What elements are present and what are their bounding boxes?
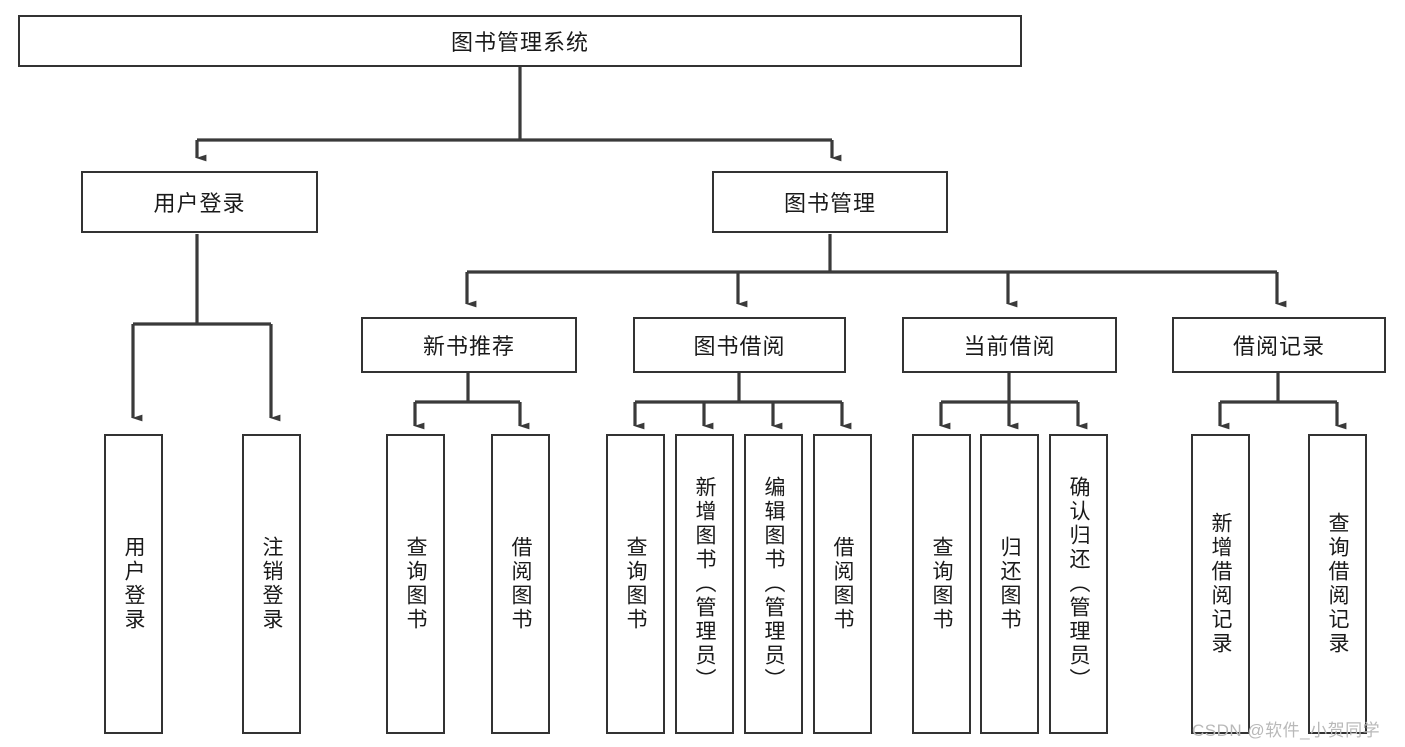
leaf-query-book-2-label: 查询图书 <box>624 536 647 632</box>
node-book-borrow[interactable]: 图书借阅 <box>633 317 846 373</box>
leaf-query-record[interactable]: 查询借阅记录 <box>1308 434 1367 734</box>
leaf-confirm-return-label: 确认归还（管理员） <box>1067 476 1090 692</box>
node-borrow-record-label: 借阅记录 <box>1232 334 1325 359</box>
node-new-book-recommend-label: 新书推荐 <box>422 334 515 359</box>
leaf-logout-login[interactable]: 注销登录 <box>242 434 301 734</box>
leaf-logout-login-label: 注销登录 <box>260 536 283 632</box>
node-new-book-recommend[interactable]: 新书推荐 <box>361 317 577 373</box>
leaf-add-record[interactable]: 新增借阅记录 <box>1191 434 1250 734</box>
node-book-manage-label: 图书管理 <box>783 191 876 216</box>
leaf-query-book-2[interactable]: 查询图书 <box>606 434 665 734</box>
node-borrow-record[interactable]: 借阅记录 <box>1172 317 1386 373</box>
leaf-borrow-book-2[interactable]: 借阅图书 <box>813 434 872 734</box>
leaf-add-book-label: 新增图书（管理员） <box>693 476 716 692</box>
leaf-query-record-label: 查询借阅记录 <box>1326 512 1349 656</box>
leaf-edit-book-label: 编辑图书（管理员） <box>762 476 785 692</box>
leaf-add-record-label: 新增借阅记录 <box>1209 512 1232 656</box>
node-root-system-label: 图书管理系统 <box>450 30 589 55</box>
leaf-borrow-book-1-label: 借阅图书 <box>509 536 532 632</box>
watermark-text: CSDN @软件_小贺同学 <box>1192 721 1381 740</box>
node-user-login[interactable]: 用户登录 <box>81 171 318 233</box>
leaf-query-book-1-label: 查询图书 <box>404 536 427 632</box>
leaf-return-book-label: 归还图书 <box>998 536 1021 632</box>
leaf-query-book-3[interactable]: 查询图书 <box>912 434 971 734</box>
leaf-user-login-label: 用户登录 <box>122 536 145 632</box>
leaf-add-book[interactable]: 新增图书（管理员） <box>675 434 734 734</box>
leaf-edit-book[interactable]: 编辑图书（管理员） <box>744 434 803 734</box>
node-user-login-label: 用户登录 <box>153 191 246 216</box>
node-current-borrow[interactable]: 当前借阅 <box>902 317 1117 373</box>
leaf-borrow-book-2-label: 借阅图书 <box>831 536 854 632</box>
leaf-query-book-1[interactable]: 查询图书 <box>386 434 445 734</box>
node-book-manage[interactable]: 图书管理 <box>712 171 948 233</box>
leaf-confirm-return[interactable]: 确认归还（管理员） <box>1049 434 1108 734</box>
node-root-system[interactable]: 图书管理系统 <box>18 15 1022 67</box>
leaf-query-book-3-label: 查询图书 <box>930 536 953 632</box>
leaf-borrow-book-1[interactable]: 借阅图书 <box>491 434 550 734</box>
node-current-borrow-label: 当前借阅 <box>963 334 1056 359</box>
leaf-return-book[interactable]: 归还图书 <box>980 434 1039 734</box>
node-book-borrow-label: 图书借阅 <box>693 334 786 359</box>
leaf-user-login[interactable]: 用户登录 <box>104 434 163 734</box>
